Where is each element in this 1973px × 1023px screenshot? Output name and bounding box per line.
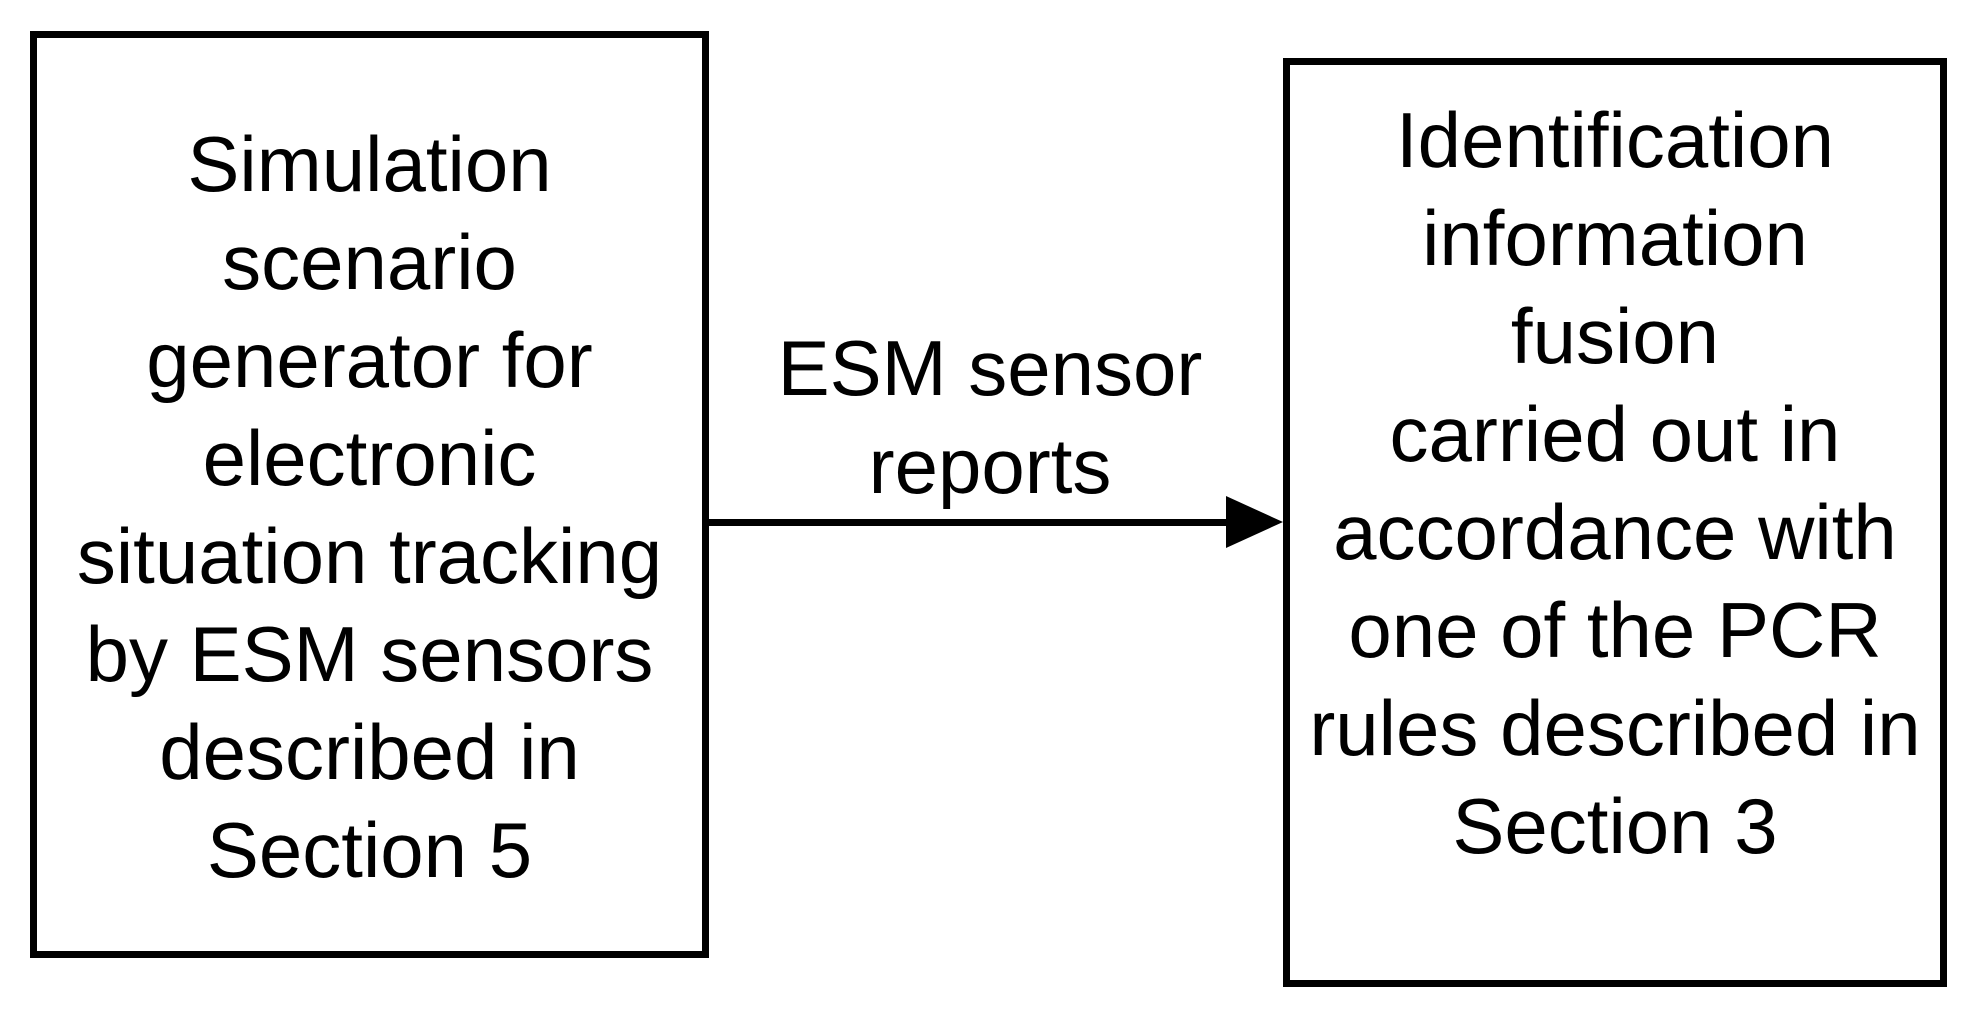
left-process-box-text: Simulation scenario generator for electr… xyxy=(76,120,663,894)
arrowhead-right-icon xyxy=(1226,496,1283,548)
right-process-box: Identification information fusion carrie… xyxy=(1283,58,1947,987)
left-process-box: Simulation scenario generator for electr… xyxy=(30,31,709,958)
arrow-label: ESM sensor reports xyxy=(777,324,1203,510)
right-process-box-text: Identification information fusion carrie… xyxy=(1309,96,1921,870)
arrow-line xyxy=(706,519,1228,526)
